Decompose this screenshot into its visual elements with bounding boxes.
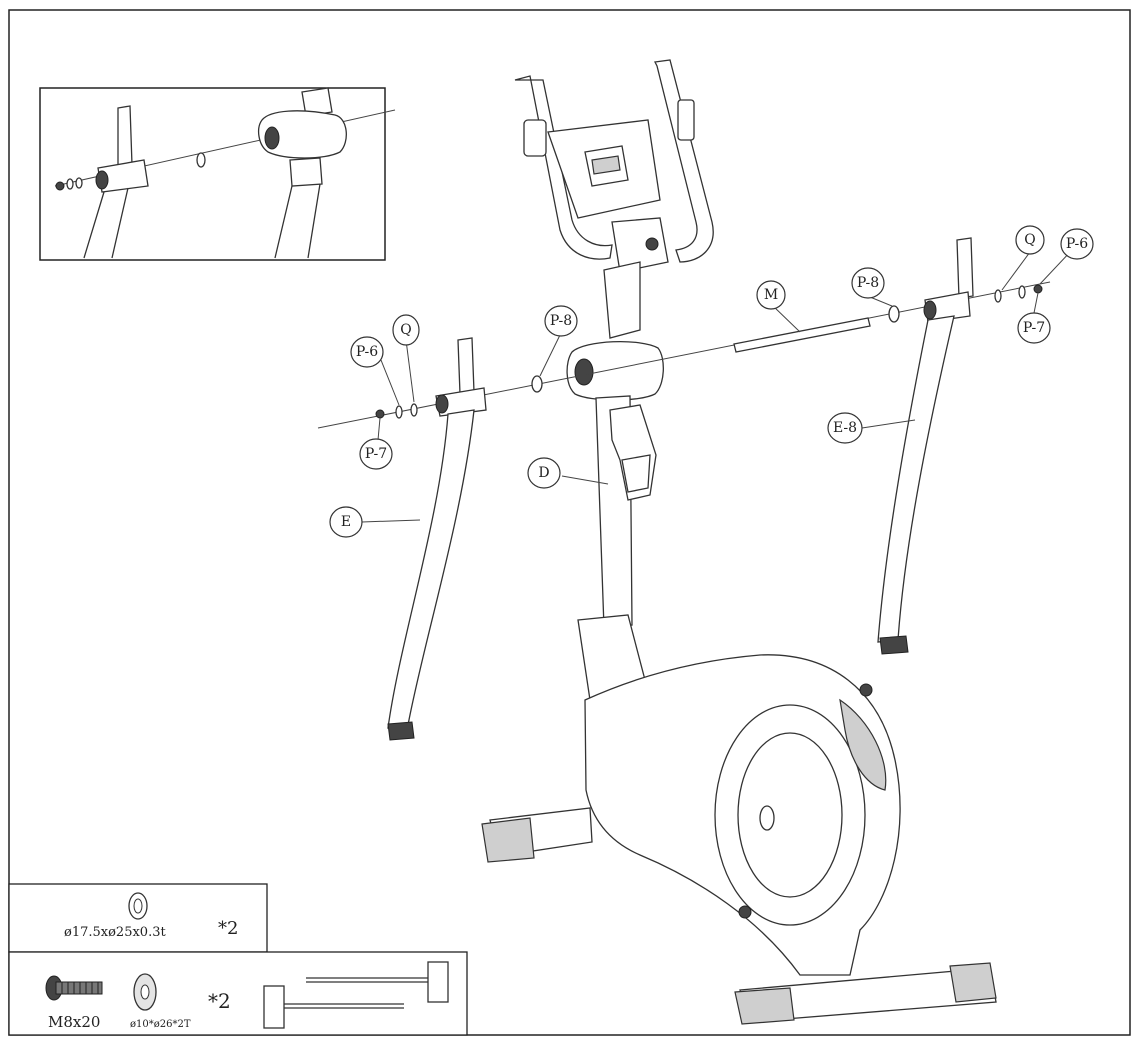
callout-p6-right: P-6 — [1060, 228, 1094, 260]
washer-spec: ø17.5xø25x0.3t — [64, 925, 166, 940]
inset-detail — [39, 87, 396, 261]
axle-assembly — [317, 237, 1051, 741]
flat-washer-spec: ø10*ø26*2T — [130, 1019, 191, 1030]
callout-e-left: E — [329, 506, 363, 538]
callout-p8-right: P-8 — [851, 267, 885, 299]
elliptical-machine — [481, 59, 997, 1025]
bolt-spec: M8x20 — [48, 1013, 100, 1031]
label-p6-left: P-6 — [356, 344, 378, 360]
callout-m: M — [756, 280, 786, 310]
callout-p8-center: P-8 — [544, 305, 578, 337]
callout-d: D — [527, 457, 561, 489]
bolt-icon — [45, 975, 103, 1001]
callout-q-left: Q — [392, 314, 420, 346]
leader-lines — [361, 249, 1073, 523]
hardware-box-washer: ø17.5xø25x0.3t *2 — [8, 883, 268, 953]
label-e8-right: E-8 — [833, 420, 857, 436]
label-q-left: Q — [400, 322, 411, 338]
callout-p6-left: P-6 — [350, 336, 384, 368]
label-e-left: E — [341, 514, 351, 530]
label-p8-center: P-8 — [550, 313, 572, 329]
label-p8-right: P-8 — [857, 275, 879, 291]
hardware-box-bolt: M8x20 ø10*ø26*2T *2 — [8, 951, 468, 1036]
bolt-qty: *2 — [208, 989, 231, 1013]
washer-qty: *2 — [218, 918, 238, 939]
label-p7-left: P-7 — [365, 446, 387, 462]
callout-p7-left: P-7 — [359, 438, 393, 470]
callout-p7-right: P-7 — [1017, 312, 1051, 344]
callout-e8-right: E-8 — [827, 412, 863, 444]
label-p7-right: P-7 — [1023, 320, 1045, 336]
label-q-right: Q — [1024, 232, 1035, 248]
label-d: D — [538, 465, 549, 481]
label-p6-right: P-6 — [1066, 236, 1088, 252]
t-tool-icon — [263, 961, 449, 1029]
callout-q-right: Q — [1015, 225, 1045, 255]
outer-border — [8, 9, 1131, 1036]
label-m: M — [764, 287, 778, 303]
